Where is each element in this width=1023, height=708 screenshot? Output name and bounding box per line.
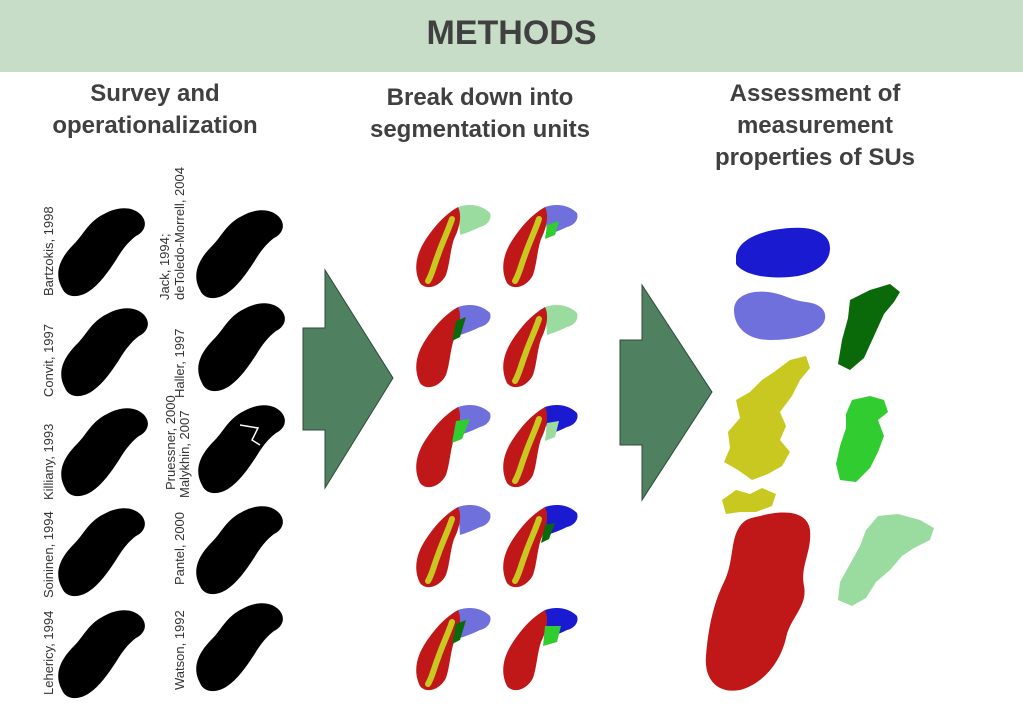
panel-r1-b bbox=[503, 205, 578, 288]
panel-r3-a bbox=[416, 405, 491, 488]
su-dark-green bbox=[838, 284, 900, 370]
arrow-1 bbox=[302, 268, 394, 490]
su-light-green bbox=[838, 514, 934, 606]
panel-r3-b bbox=[503, 405, 578, 488]
panel-r5-a bbox=[416, 608, 491, 691]
su-yellow bbox=[724, 356, 810, 480]
silhouettes-column-1 bbox=[58, 208, 148, 699]
segmentation-panels bbox=[416, 205, 578, 691]
gap-mark bbox=[239, 424, 261, 446]
column-title-breakdown: Break down into segmentation units bbox=[369, 84, 591, 143]
silhouette-lehericy bbox=[58, 610, 145, 699]
su-red bbox=[705, 512, 811, 691]
panel-r2-b bbox=[503, 305, 578, 388]
column-title-survey: Survey and operationalization bbox=[52, 80, 258, 139]
panel-r2-a bbox=[416, 305, 491, 388]
silhouette-bartzokis bbox=[58, 208, 145, 297]
su-blue bbox=[736, 227, 830, 278]
silhouette-pruessner bbox=[198, 405, 285, 494]
panel-r4-b bbox=[503, 505, 578, 588]
silhouette-soininen bbox=[58, 508, 145, 597]
arrow-2 bbox=[619, 283, 713, 502]
silhouette-haller bbox=[198, 303, 285, 392]
silhouette-jack bbox=[196, 210, 283, 299]
column-title-assessment: Assessment of measurement properties of … bbox=[714, 80, 916, 171]
silhouette-killiany bbox=[61, 408, 148, 497]
silhouette-pantel bbox=[196, 506, 283, 595]
segmentation-units bbox=[705, 227, 934, 691]
silhouette-watson bbox=[196, 603, 283, 692]
panel-r4-a bbox=[416, 505, 491, 588]
su-yellow-small bbox=[722, 488, 776, 514]
su-green bbox=[836, 396, 888, 482]
su-light-blue bbox=[734, 291, 826, 340]
panel-r5-b bbox=[503, 608, 578, 691]
banner-title: METHODS bbox=[426, 14, 597, 52]
silhouette-convit bbox=[61, 308, 148, 397]
methods-banner: METHODS bbox=[0, 0, 1023, 72]
silhouettes-column-2 bbox=[196, 210, 285, 692]
panel-r1-a bbox=[416, 205, 491, 288]
